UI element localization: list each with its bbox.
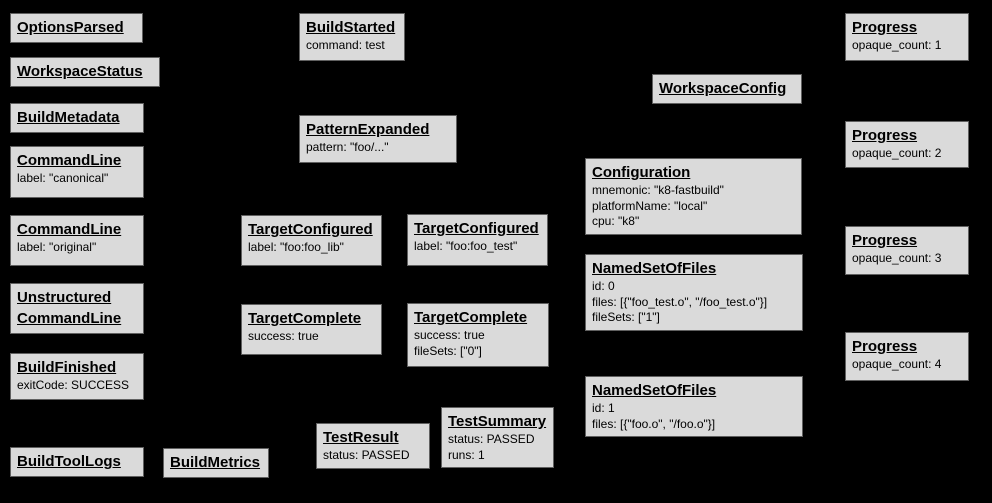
- node-attrs: command: test: [306, 38, 385, 52]
- node-title: TargetConfigured: [248, 221, 373, 238]
- node-attrs: success: true: [248, 329, 319, 343]
- node-attrs: success: true fileSets: ["0"]: [414, 328, 485, 358]
- node-title: PatternExpanded: [306, 121, 430, 138]
- node-attrs: exitCode: SUCCESS: [17, 378, 130, 392]
- node-progress-2: Progress opaque_count: 2: [845, 121, 969, 168]
- node-attrs: opaque_count: 1: [852, 38, 942, 52]
- node-title: BuildFinished: [17, 359, 117, 376]
- node-target-complete-foo-test: TargetComplete success: true fileSets: […: [407, 303, 549, 367]
- node-test-result: TestResult status: PASSED: [316, 423, 430, 469]
- node-title: NamedSetOfFiles: [592, 382, 717, 399]
- node-title: Progress: [852, 338, 918, 355]
- node-named-set-of-files-0: NamedSetOfFiles id: 0 files: [{"foo_test…: [585, 254, 803, 331]
- node-attrs: label: "foo:foo_test": [414, 239, 518, 253]
- node-title: OptionsParsed: [17, 19, 124, 36]
- node-options-parsed: OptionsParsed: [10, 13, 143, 43]
- node-build-tool-logs: BuildToolLogs: [10, 447, 144, 477]
- node-title: Progress: [852, 19, 918, 36]
- node-command-line-canonical: CommandLine label: "canonical": [10, 146, 144, 198]
- node-title: TargetComplete: [414, 309, 528, 326]
- node-command-line-original: CommandLine label: "original": [10, 215, 144, 266]
- node-named-set-of-files-1: NamedSetOfFiles id: 1 files: [{"foo.o", …: [585, 376, 803, 437]
- node-title: BuildMetrics: [170, 454, 261, 471]
- node-title: BuildMetadata: [17, 109, 120, 126]
- node-title: NamedSetOfFiles: [592, 260, 717, 277]
- node-target-configured-foo-lib: TargetConfigured label: "foo:foo_lib": [241, 215, 382, 266]
- node-title: BuildStarted: [306, 19, 396, 36]
- node-unstructured-command-line: Unstructured CommandLine: [10, 283, 144, 334]
- node-build-metrics: BuildMetrics: [163, 448, 269, 478]
- node-attrs: mnemonic: "k8-fastbuild" platformName: "…: [592, 183, 724, 228]
- node-pattern-expanded: PatternExpanded pattern: "foo/...": [299, 115, 457, 163]
- node-attrs: label: "foo:foo_lib": [248, 240, 344, 254]
- node-attrs: opaque_count: 4: [852, 357, 942, 371]
- node-progress-3: Progress opaque_count: 3: [845, 226, 969, 275]
- node-target-complete-foo-lib: TargetComplete success: true: [241, 304, 382, 355]
- node-title: Configuration: [592, 164, 691, 181]
- node-target-configured-foo-test: TargetConfigured label: "foo:foo_test": [407, 214, 548, 266]
- node-title: BuildToolLogs: [17, 453, 121, 470]
- node-title: TestSummary: [448, 413, 547, 430]
- node-title: Progress: [852, 127, 918, 144]
- node-attrs: id: 0 files: [{"foo_test.o", "/foo_test.…: [592, 279, 768, 324]
- node-workspace-status: WorkspaceStatus: [10, 57, 160, 87]
- node-progress-1: Progress opaque_count: 1: [845, 13, 969, 61]
- node-configuration: Configuration mnemonic: "k8-fastbuild" p…: [585, 158, 802, 235]
- node-title: Progress: [852, 232, 918, 249]
- node-attrs: opaque_count: 3: [852, 251, 942, 265]
- node-title: TargetComplete: [248, 310, 362, 327]
- node-attrs: opaque_count: 2: [852, 146, 942, 160]
- node-title: WorkspaceStatus: [17, 63, 143, 80]
- node-attrs: label: "canonical": [17, 171, 109, 185]
- node-title: WorkspaceConfig: [659, 80, 787, 97]
- node-build-metadata: BuildMetadata: [10, 103, 144, 133]
- node-attrs: label: "original": [17, 240, 97, 254]
- node-workspace-config: WorkspaceConfig: [652, 74, 802, 104]
- node-attrs: status: PASSED: [323, 448, 410, 462]
- node-test-summary: TestSummary status: PASSED runs: 1: [441, 407, 554, 468]
- node-attrs: pattern: "foo/...": [306, 140, 389, 154]
- node-title: CommandLine: [17, 221, 122, 238]
- node-attrs: status: PASSED runs: 1: [448, 432, 535, 462]
- node-attrs: id: 1 files: [{"foo.o", "/foo.o"}]: [592, 401, 716, 431]
- node-title: TestResult: [323, 429, 399, 446]
- node-build-finished: BuildFinished exitCode: SUCCESS: [10, 353, 144, 400]
- node-title: Unstructured CommandLine: [17, 289, 122, 327]
- node-build-started: BuildStarted command: test: [299, 13, 405, 61]
- node-title: TargetConfigured: [414, 220, 539, 237]
- node-progress-4: Progress opaque_count: 4: [845, 332, 969, 381]
- node-title: CommandLine: [17, 152, 122, 169]
